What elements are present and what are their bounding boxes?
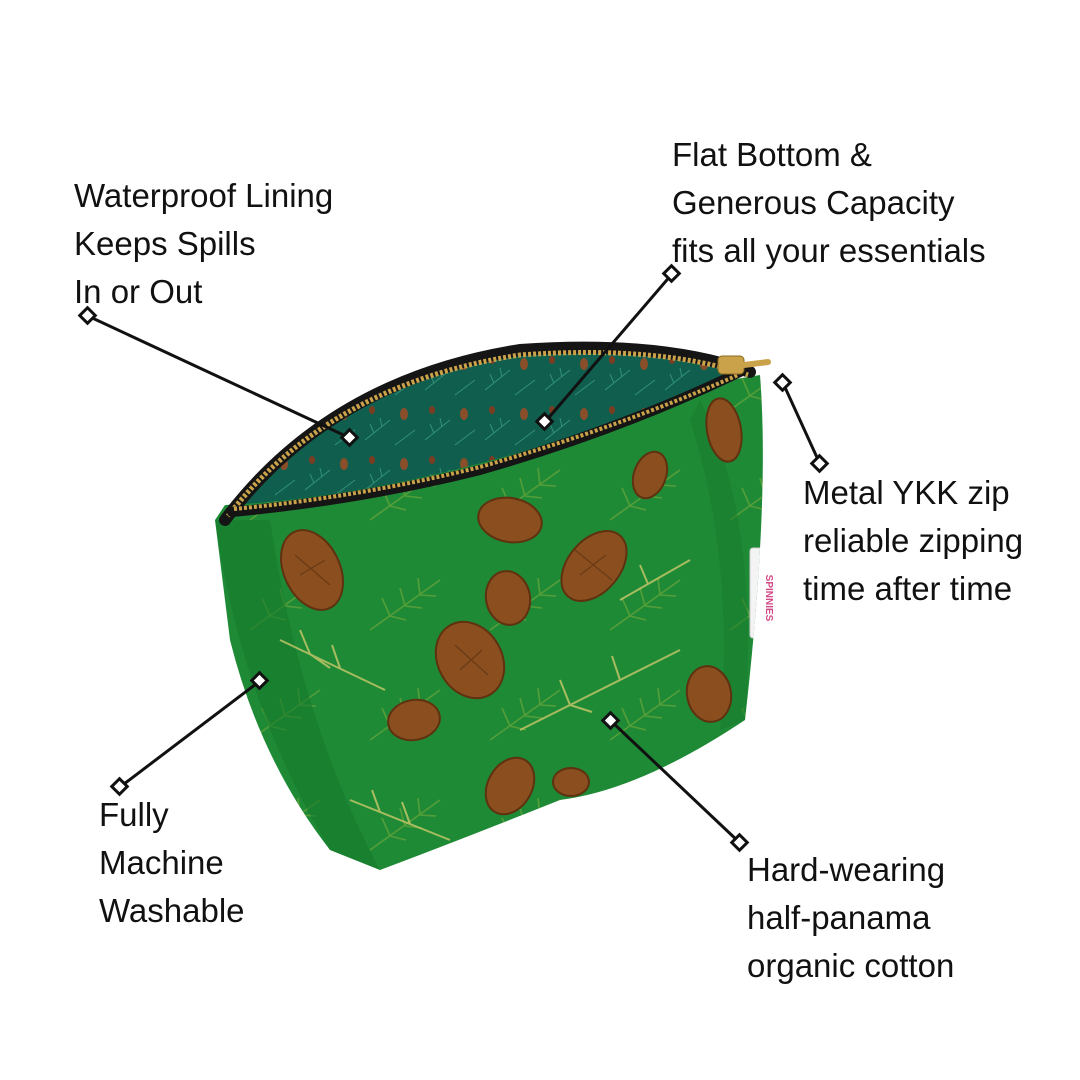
- zip-tape: [219, 341, 756, 526]
- callout-flat-bottom: Flat Bottom & Generous Capacity fits all…: [672, 131, 986, 275]
- callout-line: reliable zipping: [803, 522, 1024, 559]
- callout-line: Washable: [99, 892, 245, 929]
- callout-line: half-panama: [747, 899, 931, 936]
- callout-line: Generous Capacity: [672, 184, 955, 221]
- zip-pull: [717, 355, 771, 375]
- callout-machine-washable: Fully Machine Washable: [99, 791, 245, 935]
- callout-line: Keeps Spills: [74, 225, 256, 262]
- callout-line: Machine: [99, 844, 224, 881]
- callout-line: time after time: [803, 570, 1013, 607]
- callout-waterproof-lining: Waterproof Lining Keeps Spills In or Out: [74, 172, 333, 316]
- brand-tag-text: SPINNIES: [763, 575, 774, 622]
- callout-line: Hard-wearing: [747, 851, 946, 888]
- callout-line: fits all your essentials: [672, 232, 986, 269]
- lining-interior: [238, 352, 735, 505]
- callout-leaders: [77, 263, 830, 853]
- callout-line: Metal YKK zip: [803, 474, 1010, 511]
- callout-organic-cotton: Hard-wearing half-panama organic cotton: [747, 846, 954, 990]
- callout-line: In or Out: [74, 273, 203, 310]
- zip-teeth: [226, 350, 749, 518]
- callout-line: Fully: [99, 796, 169, 833]
- callout-line: Flat Bottom &: [672, 136, 872, 173]
- callout-line: Waterproof Lining: [74, 177, 334, 214]
- callout-metal-zip: Metal YKK zip reliable zipping time afte…: [803, 469, 1023, 613]
- callout-line: organic cotton: [747, 947, 955, 984]
